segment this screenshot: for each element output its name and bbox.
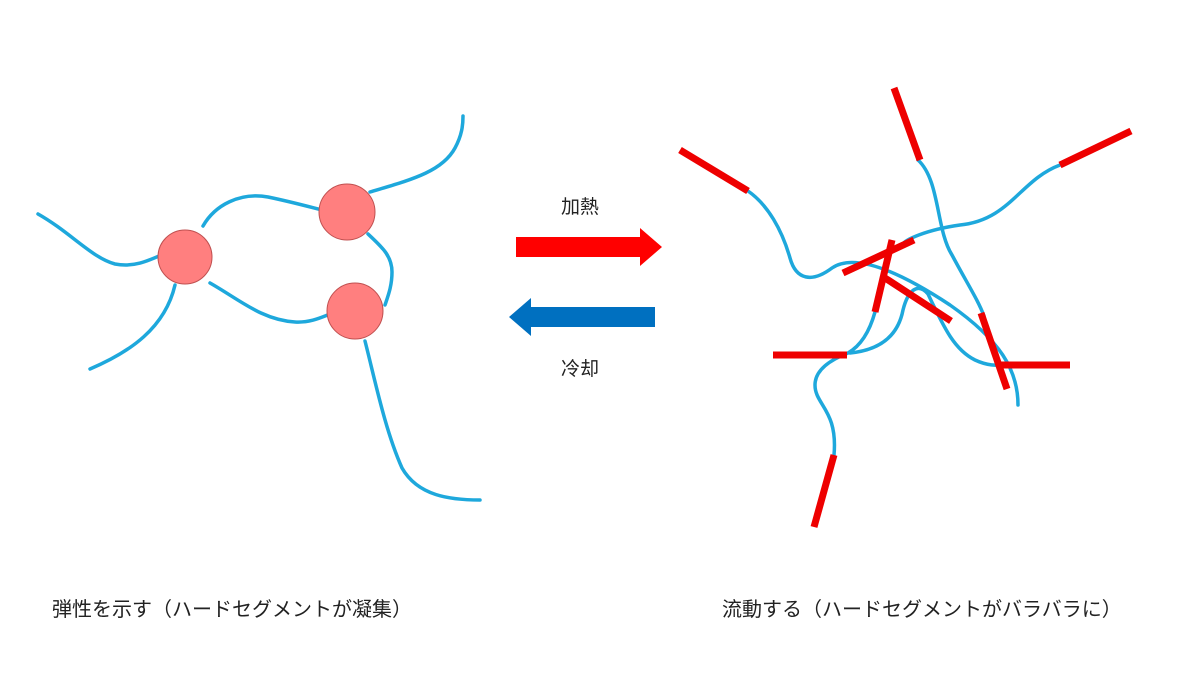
polymer-chain: [366, 232, 394, 307]
polymer-chain: [201, 194, 324, 228]
hard-segment-clusters: [157, 183, 384, 340]
hard-segment: [871, 239, 896, 313]
polymer-chain: [368, 114, 465, 194]
hard-segment: [841, 236, 916, 277]
dispersed-network: [746, 158, 1062, 457]
hard-segment: [1058, 127, 1133, 169]
aggregated-network: [36, 114, 482, 502]
hard-segments: [678, 86, 1133, 528]
polymer-chain: [848, 286, 1007, 368]
cooling-label: 冷却: [561, 358, 600, 380]
heating-label: 加熱: [561, 196, 600, 218]
hard-segment-cluster: [157, 229, 213, 285]
polymer-chain: [901, 163, 1062, 246]
polymer-chain: [916, 158, 986, 318]
polymer-chain: [208, 281, 335, 324]
right-caption: 流動する（ハードセグメントがバラバラに）: [722, 597, 1122, 621]
heating-arrow: [516, 228, 662, 266]
hard-segment: [810, 454, 838, 528]
left-caption: 弾性を示す（ハードセグメントが凝集）: [52, 597, 412, 621]
hard-segment: [883, 275, 953, 324]
polymer-chain: [36, 212, 170, 267]
hard-segment-cluster: [318, 183, 376, 241]
cooling-arrow: [509, 298, 655, 336]
polymer-chain: [813, 310, 877, 457]
hard-segment: [678, 147, 750, 194]
polymer-chain: [88, 283, 177, 371]
hard-segment: [890, 86, 924, 162]
hard-segment-cluster: [326, 282, 384, 340]
polymer-chain: [363, 339, 482, 502]
hard-segment: [977, 311, 1011, 391]
